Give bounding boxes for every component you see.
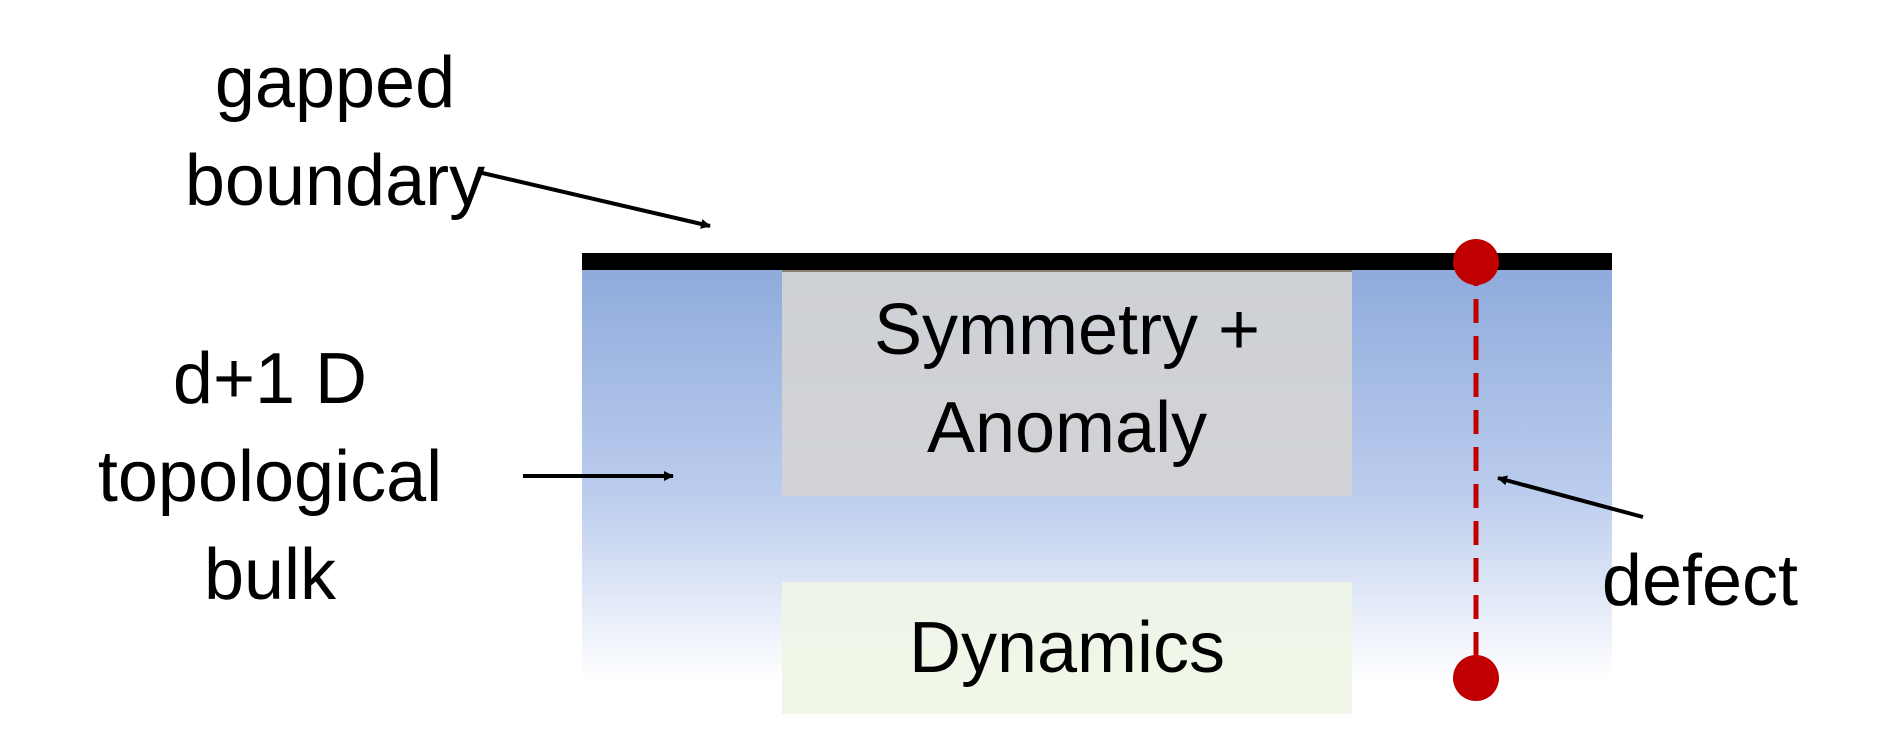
topological-bulk-label: d+1 D topological bulk — [70, 330, 470, 624]
topological-bulk-label-line-2: topological — [97, 437, 443, 517]
topological-bulk-label-line-1: d+1 D — [172, 339, 368, 419]
gapped-boundary-label-line-2: boundary — [184, 141, 486, 221]
symmetry-anomaly-text: Symmetry + Anomaly — [782, 262, 1352, 496]
gapped-boundary-label-line-1: gapped — [214, 43, 456, 123]
symmetry-text-line-2: Anomaly — [926, 388, 1208, 468]
defect-arrow — [1497, 475, 1644, 519]
dynamics-text: Dynamics — [908, 608, 1226, 688]
dynamics-box — [782, 582, 1352, 714]
symmetry-text-line-1: Symmetry + — [873, 290, 1261, 370]
defect-label: defect — [1601, 541, 1799, 621]
gapped-boundary-label: gapped boundary — [110, 34, 560, 230]
dynamics-text-box: Dynamics — [782, 582, 1352, 714]
defect-top-endpoint — [1453, 239, 1499, 285]
gapped-boundary-line — [582, 253, 1612, 270]
topological-bulk-label-line-3: bulk — [203, 535, 337, 615]
defect-bottom-endpoint — [1453, 655, 1499, 701]
symmetry-anomaly-box — [782, 262, 1352, 496]
gapped-boundary-arrow — [477, 170, 711, 229]
